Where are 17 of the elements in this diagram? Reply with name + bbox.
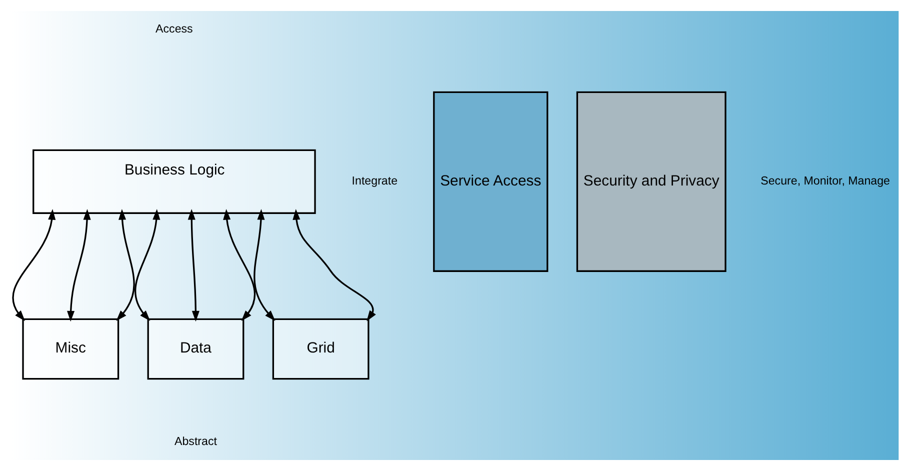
- label: Access: [155, 22, 192, 35]
- arrow: [187, 208, 199, 322]
- node-box: Grid: [272, 318, 369, 380]
- arrow: [222, 208, 256, 321]
- arrow: [253, 208, 275, 320]
- arrow: [66, 208, 90, 322]
- arrow: [12, 208, 56, 321]
- arrow: [116, 208, 134, 321]
- arrow: [292, 208, 376, 321]
- label: Secure, Monitor, Manage: [760, 175, 890, 188]
- arrow: [134, 208, 160, 321]
- label: Integrate: [351, 175, 398, 188]
- node-box: Data: [146, 318, 244, 380]
- node-box: Security and Privacy: [576, 90, 726, 272]
- node-box: Service Access: [432, 90, 548, 272]
- node-box: Misc: [22, 318, 119, 380]
- label: Abstract: [174, 435, 216, 448]
